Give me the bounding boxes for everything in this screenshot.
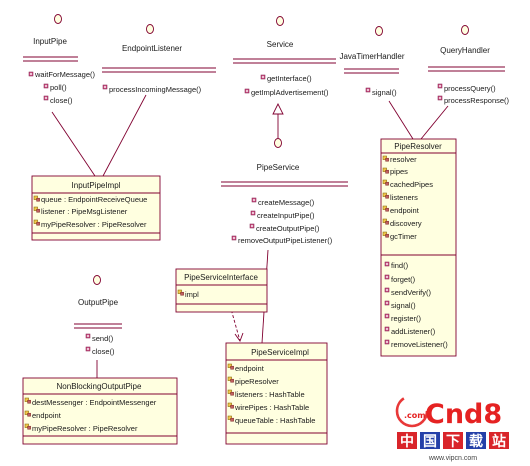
watermark-dot-com: .com bbox=[404, 411, 426, 420]
attr-cachedpipes: cachedPipes bbox=[390, 180, 433, 189]
class-name: PipeResolver bbox=[394, 142, 442, 151]
op-signal: signal() bbox=[372, 88, 397, 97]
interface-name: JavaTimerHandler bbox=[339, 52, 404, 61]
class-name: NonBlockingOutputPipe bbox=[57, 382, 142, 391]
class-nonblockingoutputpipe[interactable]: NonBlockingOutputPipe destMessenger : En… bbox=[22, 377, 178, 445]
interface-pipeservice[interactable]: PipeService createMessage() createInputP… bbox=[221, 138, 348, 246]
attr-endpoint: endpoint bbox=[32, 411, 62, 420]
interface-service[interactable]: Service getInterface() getImplAdvertisem… bbox=[233, 16, 336, 98]
watermark-cn-char: 下 bbox=[446, 434, 460, 450]
attr-mypiperesolver: myPipeResolver : PipeResolver bbox=[32, 424, 138, 433]
attr-piperesolver: pipeResolver bbox=[235, 377, 279, 386]
watermark-cn-char: 站 bbox=[492, 433, 506, 450]
attr-endpoint: endpoint bbox=[235, 364, 265, 373]
attr-impl: impl bbox=[185, 290, 199, 299]
op-waitformessage: waitForMessage() bbox=[34, 70, 96, 79]
interface-name: InputPipe bbox=[33, 37, 67, 46]
interface-queryhandler[interactable]: QueryHandler processQuery() processRespo… bbox=[428, 25, 510, 106]
op-signal: signal() bbox=[391, 301, 416, 310]
attr-resolver: resolver bbox=[390, 155, 417, 164]
op-createinputpipe: createInputPipe() bbox=[257, 211, 315, 220]
interface-javatimerhandler[interactable]: JavaTimerHandler signal() bbox=[339, 26, 405, 98]
op-forget: forget() bbox=[391, 275, 416, 284]
op-processresponse: processResponse() bbox=[444, 96, 510, 105]
op-createoutputpipe: createOutputPipe() bbox=[256, 224, 320, 233]
attr-queue: queue : EndpointReceiveQueue bbox=[41, 195, 147, 204]
op-find: find() bbox=[391, 261, 409, 270]
attr-pipes: pipes bbox=[390, 167, 408, 176]
attr-mypiperesolver: myPipeResolver : PipeResolver bbox=[41, 220, 147, 229]
interface-name: EndpointListener bbox=[122, 44, 182, 53]
class-name: PipeServiceImpl bbox=[251, 348, 309, 357]
attr-wirepipes: wirePipes : HashTable bbox=[234, 403, 309, 412]
dependency-psi-impl bbox=[225, 290, 241, 342]
attr-destmessenger: destMessenger : EndpointMessenger bbox=[32, 398, 157, 407]
interface-name: OutputPipe bbox=[78, 298, 119, 307]
attr-listeners: listeners bbox=[390, 193, 418, 202]
op-getimpladvertisement: getImplAdvertisement() bbox=[251, 88, 329, 97]
watermark-cn-char: 载 bbox=[469, 433, 483, 450]
interface-circle-icon bbox=[54, 14, 62, 24]
class-pipeserviceimpl[interactable]: PipeServiceImpl endpoint pipeResolver li… bbox=[225, 342, 328, 445]
interface-inputpipe[interactable]: InputPipe waitForMessage() poll() close(… bbox=[23, 14, 96, 106]
watermark-cn-char: 中 bbox=[400, 433, 414, 450]
interface-endpointlistener[interactable]: EndpointListener processIncomingMessage(… bbox=[102, 24, 216, 95]
realization-endpointlistener-impl bbox=[102, 94, 147, 177]
interface-outputpipe[interactable]: OutputPipe send() close() bbox=[74, 275, 122, 357]
realization-jtimer-resolver bbox=[388, 100, 414, 140]
interface-circle-icon bbox=[375, 26, 383, 36]
interface-circle-icon bbox=[461, 25, 469, 35]
op-createmessage: createMessage() bbox=[258, 198, 315, 207]
watermark-url: www.vipcn.com bbox=[428, 455, 477, 462]
attr-listener: listener : PipeMsgListener bbox=[41, 207, 128, 216]
attr-queuetable: queueTable : HashTable bbox=[235, 416, 315, 425]
watermark-logo-text: Cnd8 bbox=[425, 399, 502, 430]
interface-circle-icon bbox=[274, 138, 282, 148]
interface-circle-icon bbox=[93, 275, 101, 285]
watermark-swirl-icon bbox=[395, 394, 429, 428]
interface-circle-icon bbox=[146, 24, 154, 34]
watermark-cn-char: 国 bbox=[423, 434, 437, 450]
generalization-arrowhead bbox=[272, 102, 284, 115]
op-removelistener: removeListener() bbox=[391, 340, 448, 349]
interface-name: QueryHandler bbox=[440, 46, 490, 55]
class-inputpipeimpl[interactable]: InputPipeImpl queue : EndpointReceiveQue… bbox=[31, 175, 161, 241]
op-poll: poll() bbox=[50, 83, 67, 92]
op-processincomingmessage: processIncomingMessage() bbox=[109, 85, 202, 94]
op-sendverify: sendVerify() bbox=[391, 288, 432, 297]
op-getinterface: getInterface() bbox=[267, 74, 312, 83]
class-piperesolver[interactable]: PipeResolver resolver pipes cachedPipes … bbox=[380, 138, 457, 357]
dependency-arrowhead bbox=[234, 332, 244, 342]
realization-queryhandler-resolver bbox=[420, 105, 449, 140]
op-register: register() bbox=[391, 314, 422, 323]
class-pipeserviceinterface[interactable]: PipeServiceInterface impl bbox=[175, 268, 268, 313]
class-name: PipeServiceInterface bbox=[184, 273, 258, 282]
attr-gctimer: gcTimer bbox=[390, 232, 417, 241]
op-close: close() bbox=[92, 347, 115, 356]
interface-circle-icon bbox=[276, 16, 284, 26]
realization-inputpipe-impl bbox=[51, 111, 96, 177]
op-send: send() bbox=[92, 334, 114, 343]
attr-listeners: listeners : HashTable bbox=[235, 390, 305, 399]
op-close: close() bbox=[50, 96, 73, 105]
attr-endpoint: endpoint bbox=[390, 206, 420, 215]
interface-name: PipeService bbox=[257, 163, 300, 172]
attr-discovery: discovery bbox=[390, 219, 422, 228]
op-processquery: processQuery() bbox=[444, 84, 496, 93]
op-removeoutputpipelistener: removeOutputPipeListener() bbox=[238, 236, 333, 245]
watermark-logo: .com Cnd8 中 国 下 载 站 www.vipcn.com bbox=[395, 394, 509, 462]
op-addlistener: addListener() bbox=[391, 327, 436, 336]
interface-name: Service bbox=[267, 40, 294, 49]
class-name: InputPipeImpl bbox=[72, 181, 121, 190]
